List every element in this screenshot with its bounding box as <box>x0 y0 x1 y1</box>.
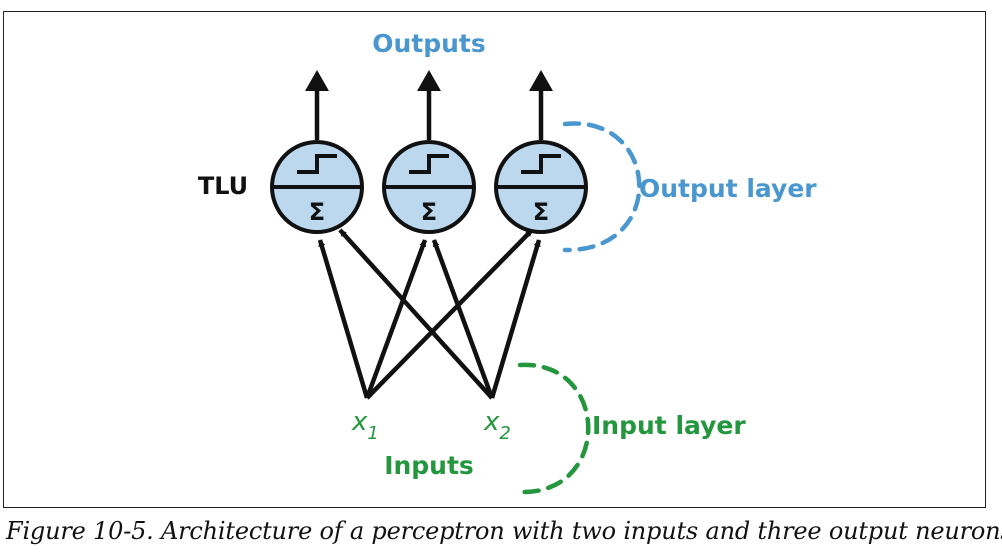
output-layer-label: Output layer <box>639 174 817 203</box>
inputs-label: Inputs <box>384 451 474 480</box>
sigma-symbol: Σ <box>309 198 325 226</box>
output-arrowhead-3 <box>529 70 553 91</box>
output-layer-bracket <box>562 121 642 253</box>
input-x2-subscript: 2 <box>499 423 510 444</box>
input-layer-label: Input layer <box>592 411 746 440</box>
sigma-symbol: Σ <box>533 198 549 226</box>
tlu-label: TLU <box>198 172 248 200</box>
connection-arrows <box>317 228 542 400</box>
input-layer-bracket <box>517 362 591 495</box>
output-arrowhead-1 <box>305 70 329 91</box>
input-x2-base: x <box>483 407 500 437</box>
neuron-1: Σ <box>270 140 364 234</box>
connection-x1-to-neuron-2 <box>364 239 428 399</box>
figure-frame <box>3 11 986 508</box>
connection-x1-to-neuron-3 <box>365 228 534 400</box>
neuron-2: Σ <box>382 140 476 234</box>
connection-x2-to-neuron-1 <box>338 228 494 400</box>
output-arrowhead-2 <box>417 70 441 91</box>
connection-x2-to-neuron-3 <box>489 239 542 399</box>
input-x1-base: x <box>351 407 368 437</box>
connection-x2-to-neuron-2 <box>431 239 495 399</box>
figure-caption: Figure 10-5. Architecture of a perceptro… <box>6 517 1002 545</box>
input-x2: x2 <box>483 407 511 444</box>
input-x1: x1 <box>351 407 379 444</box>
perceptron-diagram: Outputs Σ Σ Σ TLU Output l <box>198 29 817 495</box>
outputs-label: Outputs <box>372 29 486 58</box>
connection-x1-to-neuron-1 <box>317 239 370 399</box>
input-x1-subscript: 1 <box>367 423 378 444</box>
sigma-symbol: Σ <box>421 198 437 226</box>
step-function-icon <box>521 154 561 174</box>
neuron-3: Σ <box>494 140 588 234</box>
output-arrows <box>305 70 553 140</box>
step-function-icon <box>297 154 337 174</box>
step-function-icon <box>409 154 449 174</box>
